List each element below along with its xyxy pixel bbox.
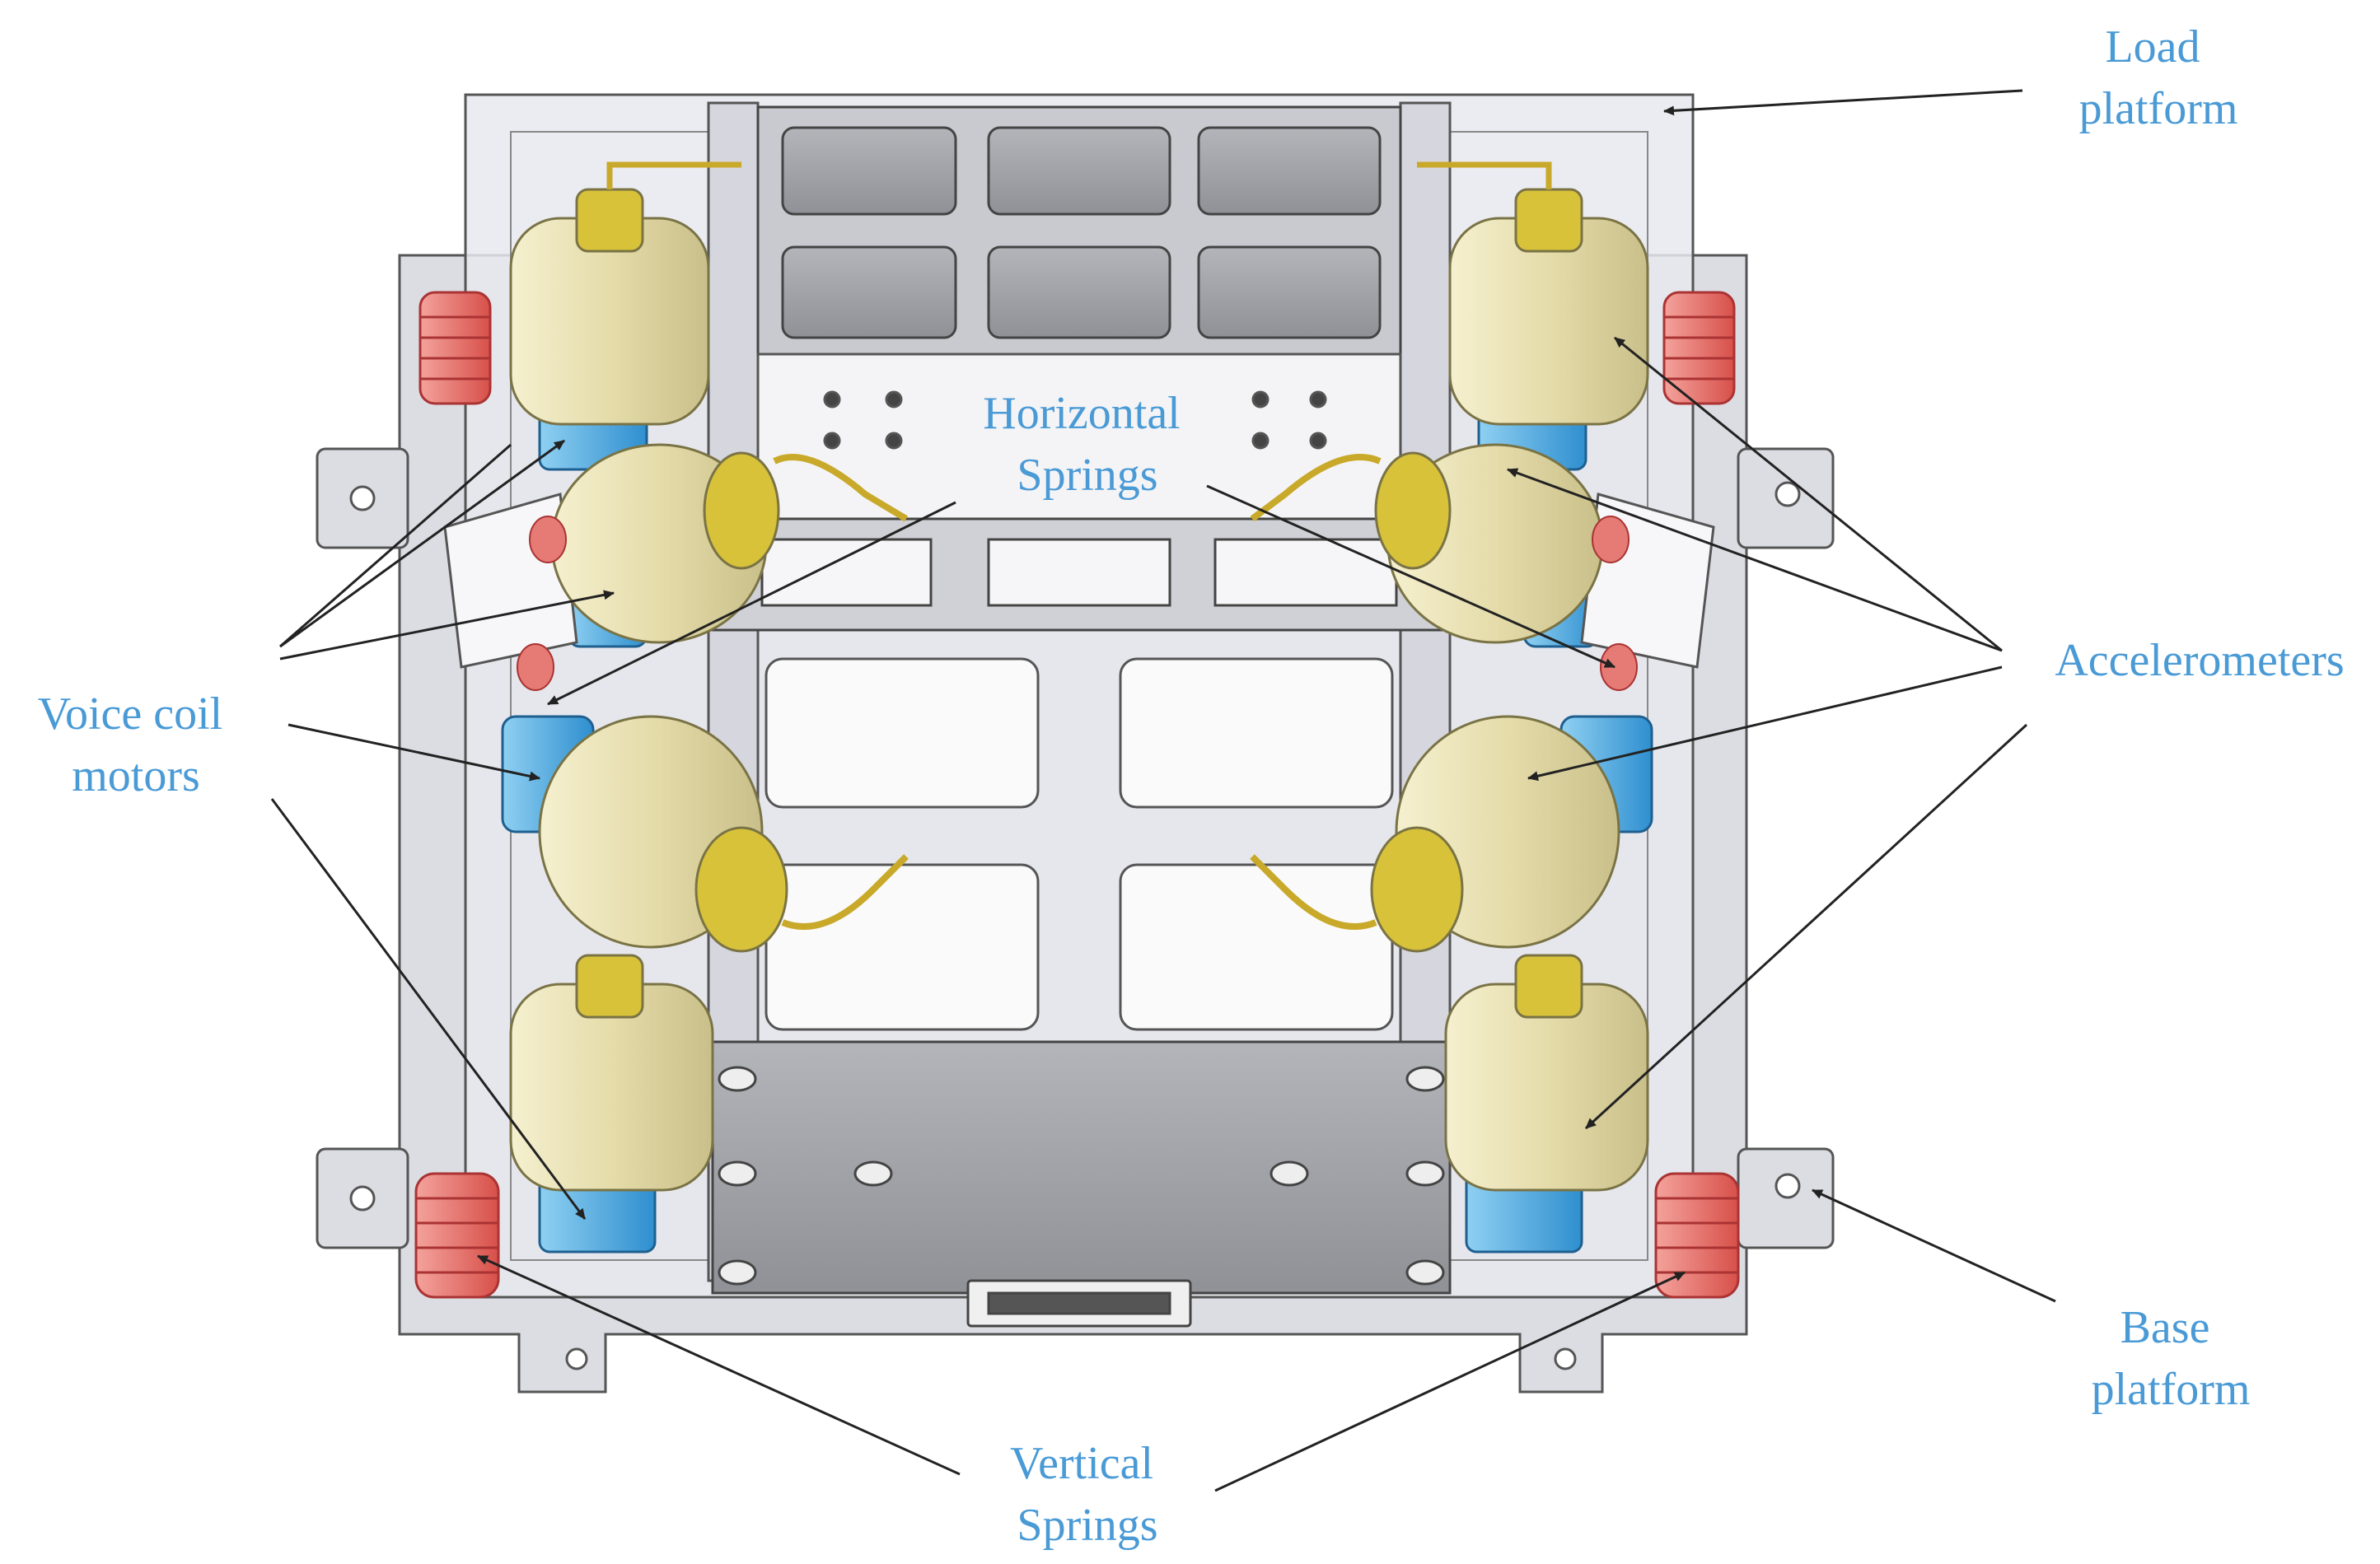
vertical-spring-br <box>1654 1172 1740 1299</box>
bottom-plate <box>711 1040 1452 1328</box>
vertical-spring-tl <box>418 291 492 405</box>
label-vertical-springs: Vertical Springs <box>1010 1438 1165 1551</box>
accelerometer-bl <box>509 954 714 1192</box>
accelerometer-tr <box>1417 161 1649 426</box>
leader-lines <box>270 89 2056 1492</box>
label-load-platform: Load platform <box>2079 21 2238 134</box>
accelerometer-r-horiz1 <box>1250 443 1604 644</box>
vertical-springs <box>414 291 1740 1299</box>
accelerometer-r-horiz2 <box>1250 715 1620 953</box>
vertical-spring-bl <box>414 1172 500 1299</box>
label-voice-coil-motors: Voice coil motors <box>38 689 234 801</box>
leader-lines-plain <box>279 443 512 648</box>
accelerometers <box>509 161 1649 1192</box>
small-red-parts <box>517 516 1638 691</box>
accelerometer-br <box>1444 954 1649 1192</box>
label-accelerometers: Accelerometers <box>2055 635 2344 686</box>
cross-bar <box>670 517 1485 632</box>
accelerometer-tl <box>509 161 741 426</box>
label-base-platform: Base platform <box>2092 1302 2251 1415</box>
vertical-spring-tr <box>1662 291 1736 405</box>
accelerometer-l-horiz2 <box>538 715 909 953</box>
label-horizontal-springs: Horizontal Springs <box>983 388 1191 501</box>
top-plate <box>756 105 1402 356</box>
